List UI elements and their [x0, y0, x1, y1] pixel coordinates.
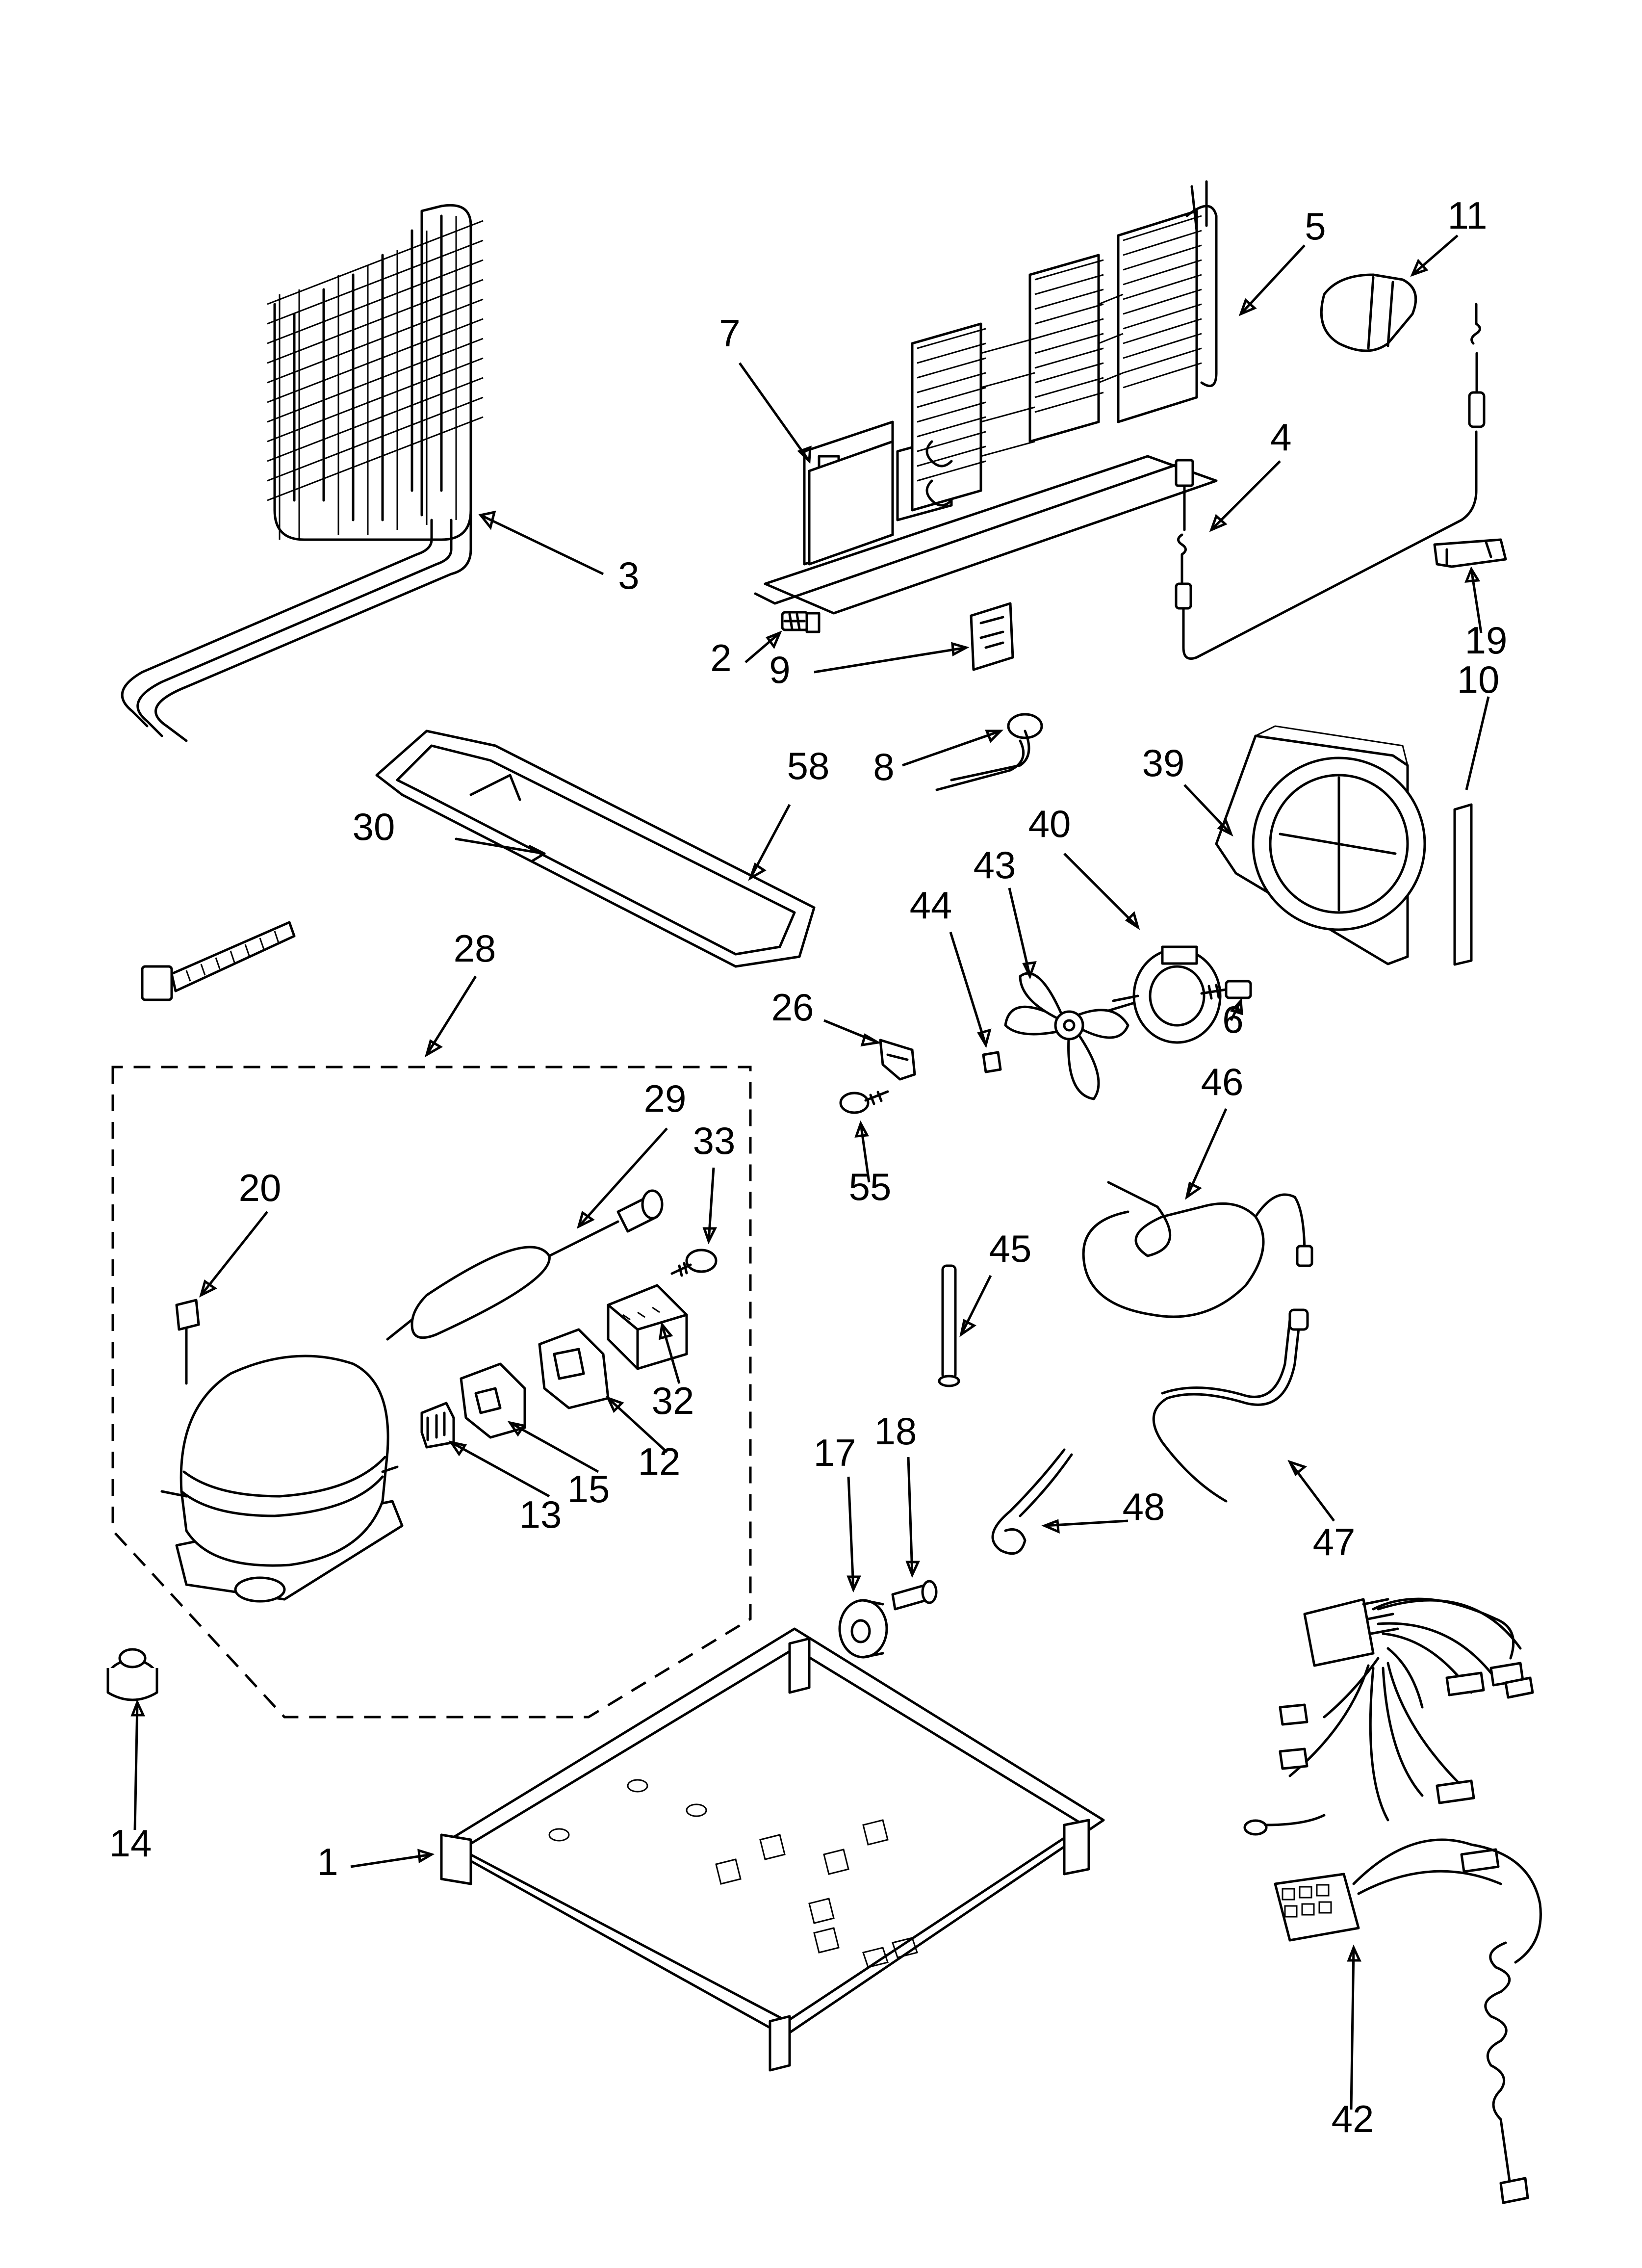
- strip-10: [1453, 803, 1473, 966]
- drier: [386, 1189, 664, 1341]
- callout-10: 10: [1457, 658, 1500, 701]
- compressor: [160, 1299, 404, 1603]
- leader-lines: [130, 235, 1490, 2110]
- callout-6: 6: [1222, 998, 1243, 1041]
- callout-47: 47: [1313, 1520, 1356, 1564]
- screw-33: [670, 1249, 718, 1277]
- callout-55: 55: [849, 1165, 892, 1208]
- condenser-coil: [121, 204, 484, 742]
- callout-46: 46: [1201, 1060, 1244, 1103]
- hose-48: [991, 1448, 1073, 1555]
- drain-pan: [375, 730, 816, 968]
- callout-7: 7: [719, 312, 740, 355]
- clip-26: [879, 1039, 916, 1081]
- washer-44: [982, 1051, 1002, 1073]
- callout-43: 43: [974, 843, 1016, 886]
- evaporator-bracket: [808, 440, 894, 566]
- fan-motor: [1107, 945, 1222, 1044]
- callout-12: 12: [638, 1440, 681, 1483]
- callout-44: 44: [910, 884, 952, 927]
- evaporator: [754, 180, 1218, 615]
- base-frame: [440, 1627, 1105, 2072]
- relay: [460, 1362, 526, 1439]
- callout-14: 14: [109, 1822, 152, 1865]
- compressor-assembly-boundary: [111, 1066, 752, 1719]
- callout-40: 40: [1028, 802, 1071, 845]
- callout-45: 45: [989, 1227, 1032, 1270]
- foot-14: [106, 1648, 158, 1701]
- callout-15: 15: [567, 1467, 610, 1511]
- wire-harness: [1243, 1597, 1542, 2204]
- callout-30: 30: [353, 805, 395, 848]
- cable-tie: [141, 921, 296, 1001]
- callout-33: 33: [693, 1119, 736, 1162]
- callout-5: 5: [1305, 205, 1326, 248]
- callout-39: 39: [1142, 741, 1185, 784]
- callout-48: 48: [1123, 1485, 1165, 1528]
- overload: [538, 1328, 610, 1409]
- screw-6: [1200, 980, 1252, 1000]
- callout-42: 42: [1332, 2097, 1374, 2140]
- callout-2: 2: [710, 636, 731, 679]
- callout-29: 29: [644, 1077, 687, 1120]
- callout-19: 19: [1465, 619, 1508, 662]
- callout-28: 28: [454, 927, 496, 970]
- screw-55: [839, 1090, 889, 1114]
- wire-8: [935, 713, 1043, 791]
- fan-shroud: [1215, 725, 1426, 965]
- screw-2: [781, 611, 821, 633]
- callout-58: 58: [787, 744, 830, 787]
- callout-4: 4: [1270, 416, 1291, 459]
- relay-cover: [607, 1284, 688, 1370]
- clip-9: [970, 602, 1014, 671]
- callout-20: 20: [239, 1166, 282, 1209]
- callout-13: 13: [519, 1493, 562, 1536]
- bolt-18: [891, 1580, 938, 1611]
- callout-32: 32: [652, 1379, 694, 1422]
- clip-19: [1433, 538, 1507, 568]
- tube-46: [1082, 1181, 1265, 1318]
- pin-45: [938, 1264, 960, 1387]
- defrost-heater: [1175, 303, 1486, 660]
- callout-26: 26: [771, 986, 814, 1029]
- spacer-17: [838, 1599, 888, 1659]
- fan-blade: [1004, 972, 1129, 1100]
- callout-18: 18: [874, 1409, 917, 1453]
- cover-11: [1320, 273, 1417, 352]
- callout-1: 1: [317, 1840, 338, 1883]
- callout-17: 17: [814, 1431, 856, 1474]
- callout-9: 9: [769, 648, 790, 691]
- callout-8: 8: [873, 745, 894, 788]
- tube-47: [1152, 1318, 1301, 1503]
- callout-11: 11: [1448, 194, 1488, 237]
- callout-3: 3: [618, 554, 639, 597]
